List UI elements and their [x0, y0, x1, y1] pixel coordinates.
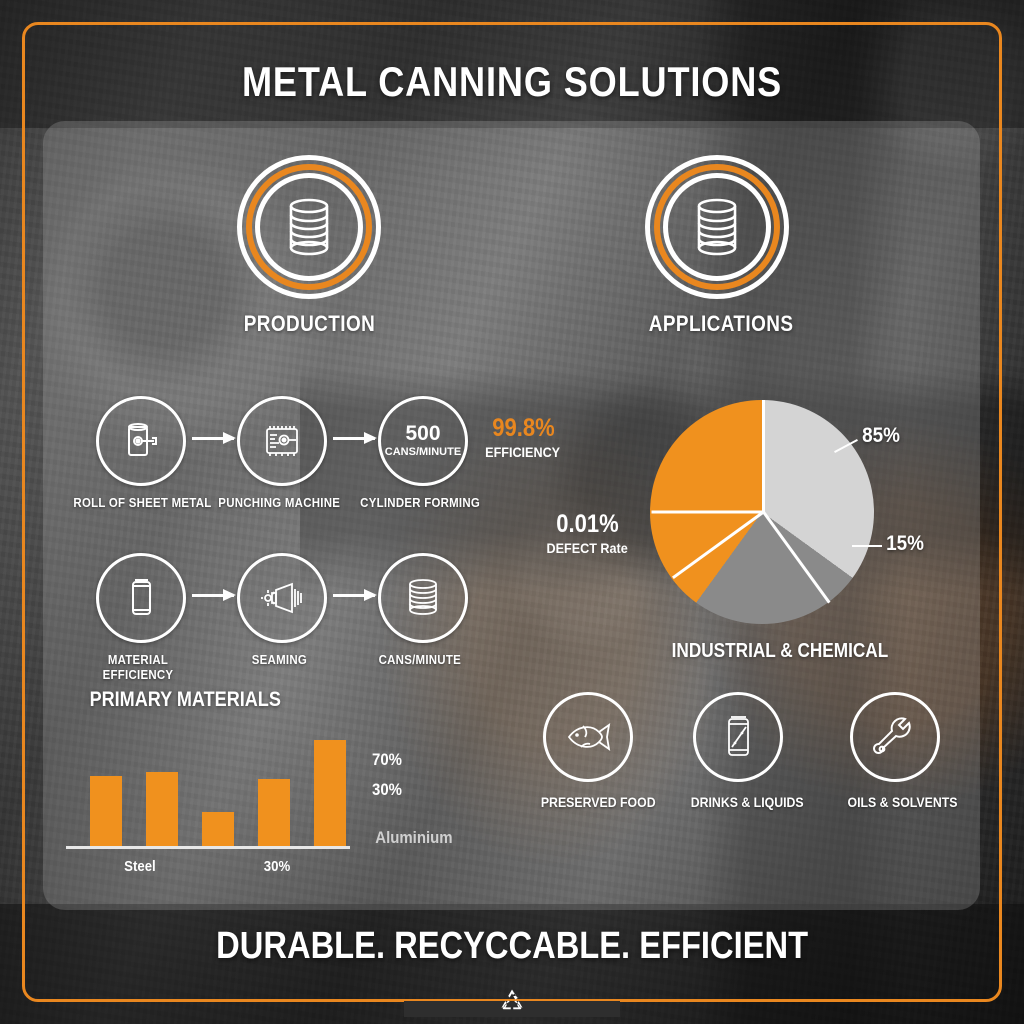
flow-arrow-3: [192, 589, 236, 601]
punching-machine-icon: [237, 396, 327, 486]
stat-value: 500: [405, 421, 441, 445]
ring-accent: [654, 164, 780, 290]
process-node-label: CYLINDER FORMING: [360, 495, 481, 510]
footer-tagline-text: DURABLE. RECYCCABLE. EFFICIENT: [216, 925, 808, 967]
footer-tagline: DURABLE. RECYCCABLE. EFFICIENT: [0, 925, 1024, 968]
pie-divider-0: [762, 400, 765, 512]
process-node-label: ROLL OF SHEET METAL: [73, 495, 212, 510]
bar-axis-label-30: 30%: [263, 858, 291, 875]
badge-production[interactable]: PRODUCTION: [229, 155, 389, 337]
bar-chart-plot: [66, 720, 356, 848]
frame-gap-mask: [404, 1001, 620, 1017]
bar-chart-axis: [66, 846, 350, 849]
process-node-label: MATERIAL EFFICIENCY: [102, 652, 174, 682]
page-title: METAL CANNING SOLUTIONS: [0, 58, 1024, 106]
ring-accent: [246, 164, 372, 290]
process-node-label: SEAMING: [251, 652, 307, 667]
pie-leader-15: [852, 545, 882, 547]
process-node-seaming[interactable]: SEAMING: [237, 553, 327, 668]
process-node-label: CANS/MINUTE: [378, 652, 462, 667]
process-node-material-efficiency[interactable]: MATERIAL EFFICIENCY: [96, 553, 186, 683]
sheet-metal-roll-icon: [96, 396, 186, 486]
stacked-cans-icon: [237, 155, 381, 299]
ring-inner: [255, 173, 363, 281]
badge-rings: [237, 155, 381, 299]
pie-divider-1: [651, 510, 764, 514]
cans-per-minute-stat: 500 CANS/MINUTE: [378, 396, 468, 486]
fish-icon: [543, 692, 633, 782]
pie-label-85: 85%: [862, 424, 900, 447]
kpi-caption: EFFICIENCY: [485, 444, 561, 460]
bar-3: [202, 812, 234, 848]
bar-5: [314, 740, 346, 848]
pie-label-15: 15%: [886, 532, 924, 555]
wrench-icon: [850, 692, 940, 782]
page-title-text: METAL CANNING SOLUTIONS: [241, 58, 783, 105]
bar-legend-aluminium: Aluminium: [375, 828, 453, 847]
can-outline-icon: [96, 553, 186, 643]
application-label: DRINKS & LIQUIDS: [690, 794, 804, 810]
application-label: PRESERVED FOOD: [540, 794, 656, 810]
stat-unit: CANS/MINUTE: [384, 445, 462, 458]
stacked-cans-icon: [378, 553, 468, 643]
bar-axis-label-steel: Steel: [124, 858, 156, 875]
flow-arrow-4: [333, 589, 377, 601]
bar-legend-70: 70%: [372, 750, 402, 769]
bar-chart-title: PRIMARY MATERIALS: [89, 688, 281, 711]
kpi-defect-rate: 0.01% DEFECT Rate: [527, 512, 647, 557]
badge-applications[interactable]: APPLICATIONS: [637, 155, 797, 337]
seaming-machine-icon: [237, 553, 327, 643]
bar-1: [90, 776, 122, 848]
bar-2: [146, 772, 178, 848]
process-node-label: PUNCHING MACHINE: [218, 495, 340, 510]
ring-inner: [663, 173, 771, 281]
kpi-value: 0.01%: [555, 510, 619, 538]
recycle-icon: [0, 986, 1024, 1016]
flow-arrow-1: [192, 432, 236, 444]
kpi-caption: DEFECT Rate: [546, 540, 628, 556]
beverage-can-icon: [693, 692, 783, 782]
can-cylinder-icon: [645, 155, 789, 299]
pie-chart: [650, 400, 874, 624]
pie-chart-caption: INDUSTRIAL & CHEMICAL: [671, 640, 889, 662]
bar-4: [258, 779, 290, 848]
flow-arrow-2: [333, 432, 377, 444]
process-node-cylinder-forming[interactable]: 500 CANS/MINUTE CYLINDER FORMING: [360, 396, 480, 511]
process-node-punching-machine[interactable]: PUNCHING MACHINE: [218, 396, 340, 511]
badge-label: APPLICATIONS: [648, 311, 794, 336]
application-drinks-liquids[interactable]: DRINKS & LIQUIDS: [683, 692, 804, 810]
kpi-value: 99.8%: [491, 414, 555, 442]
stat-block: 500 CANS/MINUTE: [385, 423, 461, 459]
application-label: OILS & SOLVENTS: [847, 794, 958, 810]
header-darkening-band: [0, 0, 1024, 128]
badge-rings: [645, 155, 789, 299]
ring-outer: [645, 155, 789, 299]
badge-label: PRODUCTION: [243, 311, 375, 336]
application-oils-solvents[interactable]: OILS & SOLVENTS: [840, 692, 958, 810]
process-node-roll-of-sheet-metal[interactable]: ROLL OF SHEET METAL: [73, 396, 211, 511]
application-preserved-food[interactable]: PRESERVED FOOD: [533, 692, 656, 810]
process-node-cans-per-minute[interactable]: CANS/MINUTE: [378, 553, 468, 668]
kpi-efficiency: 99.8% EFFICIENCY: [468, 416, 578, 461]
bar-legend-30: 30%: [372, 780, 402, 799]
ring-outer: [237, 155, 381, 299]
